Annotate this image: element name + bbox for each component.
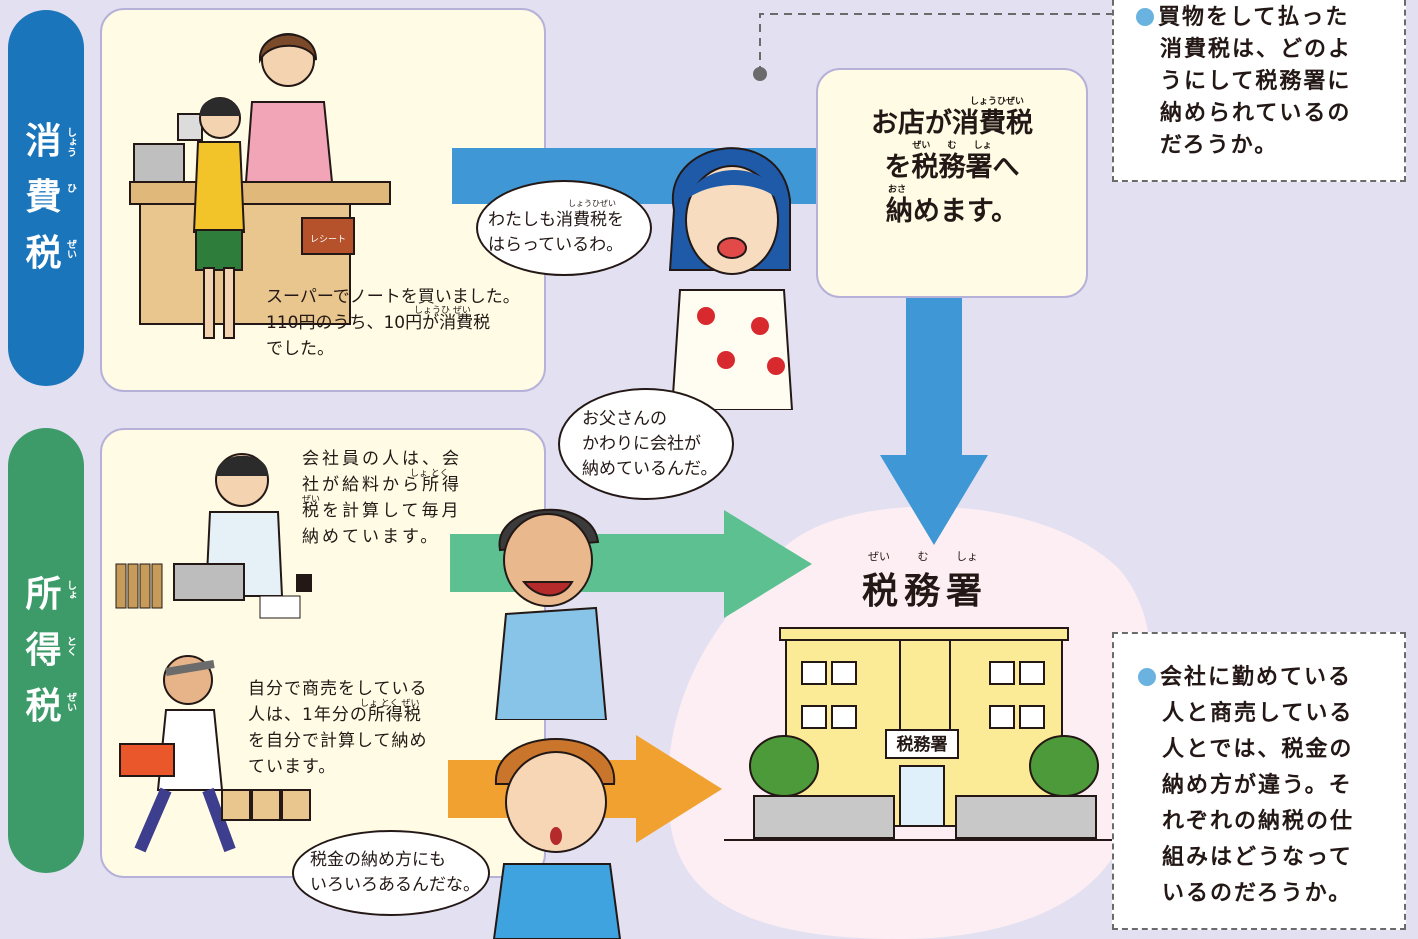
tax-office-ruby: ぜい む しょ [868, 550, 978, 563]
merchant-illustration [119, 655, 311, 853]
boy-speech-bubble: 税金の納め方にも いろいろあるんだな。 [292, 830, 490, 916]
tax-office-title: 税務署 [862, 571, 989, 612]
consumption-question-note: 買物をして払った 消費税は、どのよ うにして税務署に 納められているの だろうか… [1112, 0, 1406, 182]
employee-caption: 会社員の人は、会 しょ とく社が給料から所得 ぜい税を計算して毎月 納めています… [302, 449, 462, 547]
tax-office-sign: 税務署 [897, 734, 948, 755]
orange-arrow-head [636, 735, 722, 843]
tax-office-building: 税務署 [724, 627, 1114, 841]
father-character [494, 508, 608, 720]
boy-character [492, 738, 622, 939]
blue-arrow-head [880, 455, 988, 545]
green-arrow-head [724, 510, 812, 618]
father-speech-bubble: お父さんの かわりに会社が 納めているんだ。 [558, 388, 734, 500]
bullet-icon [1138, 668, 1156, 686]
income-question-note: 会社に勤めている 人と商売している 人とでは、税金の 納め方が違う。そ れぞれの… [1112, 632, 1406, 930]
office-worker-illustration [115, 453, 312, 619]
store-pays-tax-box: しょうひぜい お店が消費税 ぜい む しょ を税務署へ おさ 納めます。 [816, 68, 1088, 298]
merchant-caption: 自分で商売をしている しょ とく ぜい人は、1年分の所得税 を自分で計算して納め… [248, 679, 428, 777]
shop-sign-text: レシート [310, 235, 346, 245]
consumption-tax-label: 消しょう 費ひ 税ぜい [8, 10, 84, 386]
bullet-icon [1136, 8, 1154, 26]
dashed-connector [759, 13, 1112, 74]
woman-speech-bubble: しょうひぜい わたしも消費税を はらっているわ。 [476, 180, 652, 276]
store-checkout-illustration: レシート [129, 33, 391, 339]
income-tax-label: 所しょ 得とく 税ぜい [8, 428, 84, 873]
woman-character [668, 147, 794, 410]
